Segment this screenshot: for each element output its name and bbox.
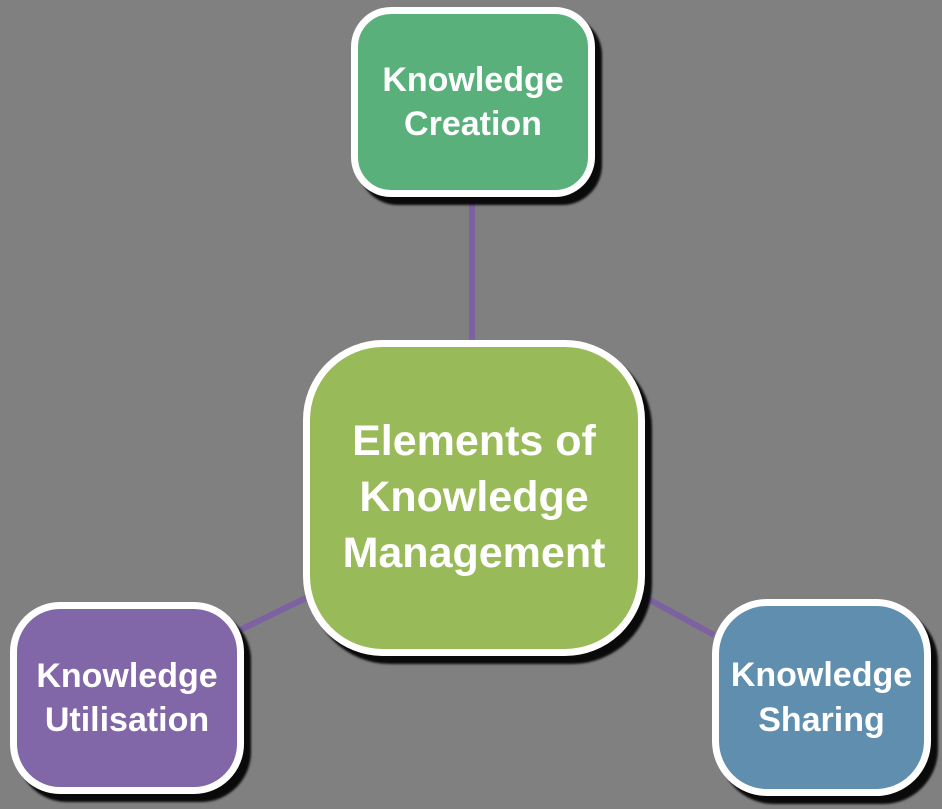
node-knowledge-utilisation: Knowledge Utilisation — [10, 602, 244, 794]
connector-center-to-utilisation — [238, 594, 310, 633]
node-elements-of-knowledge-management: Elements of Knowledge Management — [303, 340, 645, 656]
node-knowledge-utilisation-label: Knowledge Utilisation — [36, 656, 218, 739]
node-center-label: Elements of Knowledge Management — [342, 417, 606, 577]
connector-center-to-sharing — [639, 592, 716, 638]
node-knowledge-sharing: Knowledge Sharing — [712, 599, 931, 796]
node-knowledge-creation-label: Knowledge Creation — [382, 60, 564, 143]
node-knowledge-sharing-label: Knowledge Sharing — [730, 656, 913, 739]
node-knowledge-creation: Knowledge Creation — [351, 7, 595, 197]
